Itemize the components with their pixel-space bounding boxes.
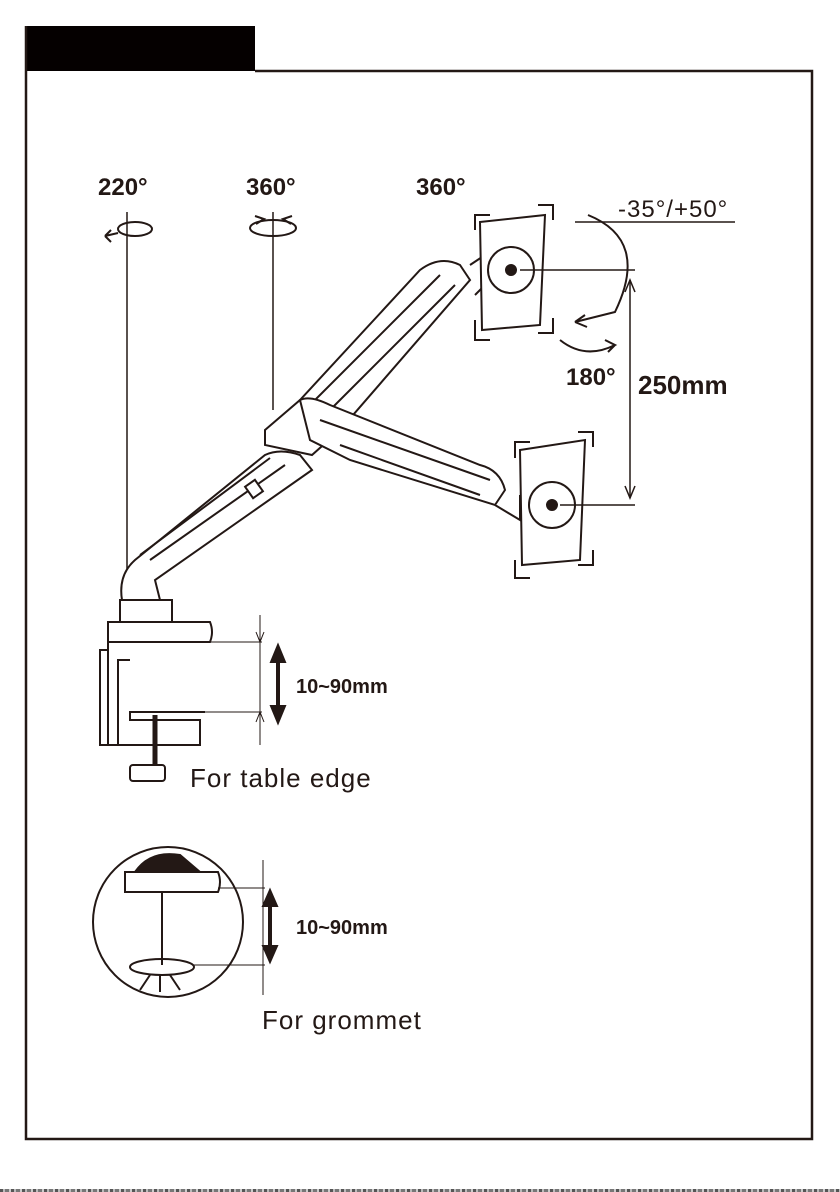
rotation-220-icon [104, 221, 153, 243]
vesa-plate-upper [474, 204, 554, 341]
desk-clamp [99, 599, 213, 782]
second-arm [298, 397, 521, 522]
rotation-360-elbow-icon [249, 215, 297, 237]
grommet-inset [92, 846, 279, 998]
base-rotation-label: 220° [98, 174, 148, 201]
tilt-label: -35°/+50° [618, 196, 729, 223]
table-thickness-label: 10~90mm [296, 676, 388, 698]
height-adjust-label: 250mm [638, 370, 728, 400]
header-tab [26, 26, 255, 71]
table-edge-caption: For table edge [190, 763, 372, 793]
swivel-label: 180° [566, 364, 616, 391]
head-rotation-label: 360° [416, 174, 466, 201]
swivel-arc-icon [559, 339, 618, 353]
scan-artifact-line [0, 1189, 840, 1192]
lower-arm [120, 450, 314, 601]
table-thickness-dimension [200, 615, 287, 745]
grommet-caption: For grommet [262, 1005, 422, 1035]
tilt-arc-icon [520, 214, 735, 328]
grommet-thickness-label: 10~90mm [296, 917, 388, 939]
frame-border [24, 26, 814, 1141]
height-dimension [560, 278, 636, 506]
elbow-rotation-label: 360° [246, 174, 296, 201]
